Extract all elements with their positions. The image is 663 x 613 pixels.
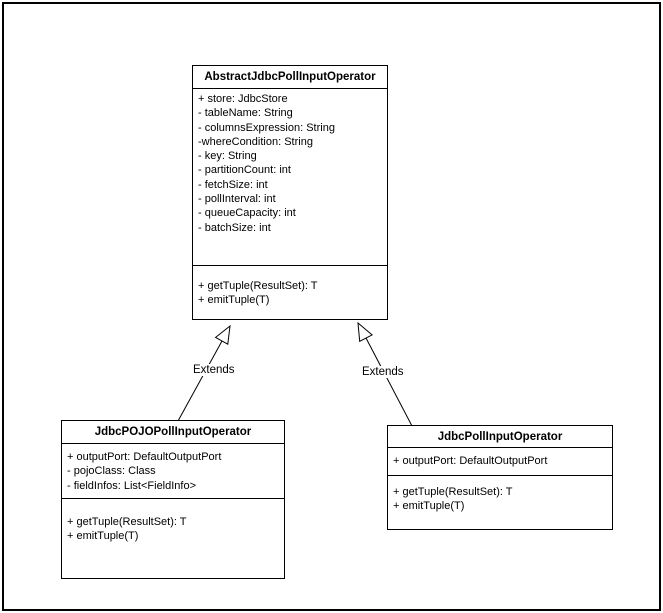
method-line: + getTuple(ResultSet): T xyxy=(67,516,187,528)
attribute-line: + outputPort: DefaultOutputPort xyxy=(393,455,548,467)
attribute-line: - queueCapacity: int xyxy=(198,207,296,220)
attribute-line: + outputPort: DefaultOutputPort xyxy=(67,451,222,463)
class-attributes: + outputPort: DefaultOutputPort - pojoCl… xyxy=(62,444,284,499)
class-title: JdbcPOJOPollInputOperator xyxy=(62,421,284,444)
class-methods: + getTuple(ResultSet): T + emitTuple(T) xyxy=(388,476,612,529)
extends-label-left: Extends xyxy=(191,364,237,376)
attribute-line: - batchSize: int xyxy=(198,221,271,234)
uml-class-abstract-jdbc-poll-input-operator[interactable]: AbstractJdbcPollInputOperator + store: J… xyxy=(192,65,388,320)
attribute-line: - pollInterval: int xyxy=(198,193,276,206)
extends-label-right: Extends xyxy=(360,366,406,378)
class-methods: + getTuple(ResultSet): T + emitTuple(T) xyxy=(193,266,387,319)
attribute-line: - key: String xyxy=(198,150,257,163)
method-line: + getTuple(ResultSet): T xyxy=(393,486,513,498)
class-methods: + getTuple(ResultSet): T + emitTuple(T) xyxy=(62,499,284,578)
attribute-line: - fieldInfos: List<FieldInfo> xyxy=(67,479,197,492)
uml-class-jdbc-pojo-poll-input-operator[interactable]: JdbcPOJOPollInputOperator + outputPort: … xyxy=(61,420,285,579)
uml-class-jdbc-poll-input-operator[interactable]: JdbcPollInputOperator + outputPort: Defa… xyxy=(387,425,613,530)
method-line: + getTuple(ResultSet): T xyxy=(198,280,318,292)
attribute-line: - fetchSize: int xyxy=(198,178,268,191)
attribute-line: -whereCondition: String xyxy=(198,135,313,148)
class-attributes: + store: JdbcStore - tableName: String -… xyxy=(193,89,387,266)
class-attributes: + outputPort: DefaultOutputPort xyxy=(388,448,612,476)
attribute-line: - pojoClass: Class xyxy=(67,465,156,478)
method-line: + emitTuple(T) xyxy=(198,294,270,307)
attribute-line: - columnsExpression: String xyxy=(198,121,335,134)
class-title: AbstractJdbcPollInputOperator xyxy=(193,66,387,89)
method-line: + emitTuple(T) xyxy=(393,500,465,513)
method-line: + emitTuple(T) xyxy=(67,530,139,543)
class-title: JdbcPollInputOperator xyxy=(388,426,612,448)
attribute-line: - partitionCount: int xyxy=(198,164,291,177)
attribute-line: + store: JdbcStore xyxy=(198,93,288,105)
attribute-line: - tableName: String xyxy=(198,107,293,120)
